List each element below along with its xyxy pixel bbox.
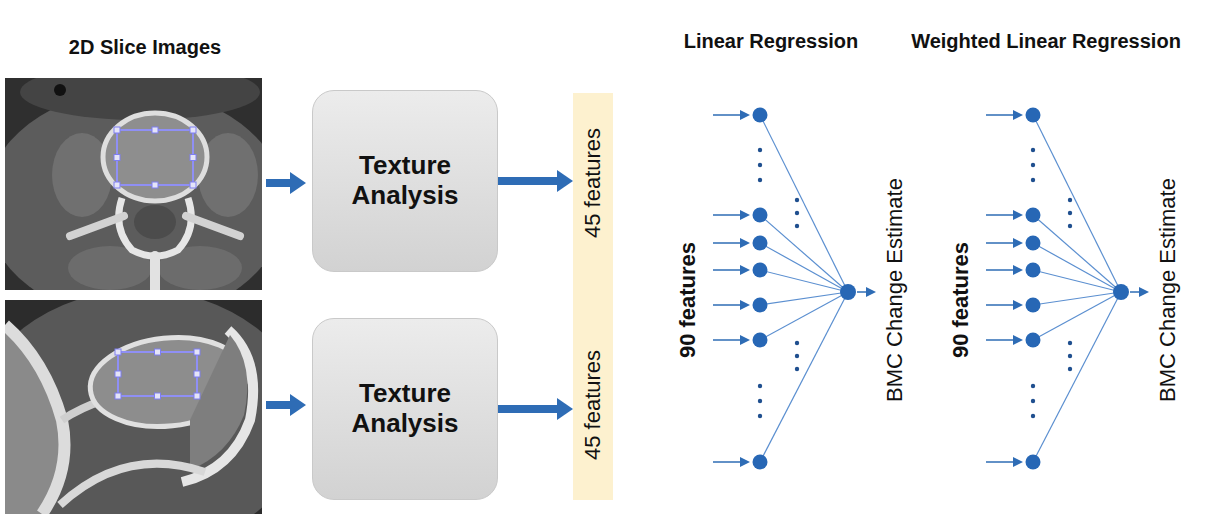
ct-slice-vertebra: [186, 216, 240, 236]
output-label: BMC Change Estimate: [1155, 178, 1181, 402]
regression-network: [758, 384, 762, 388]
ct-slice-hip: [115, 349, 200, 399]
regression-network: [760, 292, 848, 340]
regression-network: [760, 270, 848, 292]
regression-network: [795, 198, 799, 202]
ct-slice-hip: [118, 352, 197, 396]
block-arrow: [266, 394, 306, 416]
ct-slice-vertebra: [70, 216, 124, 236]
panel-title: 2D Slice Images: [69, 36, 221, 59]
ct-slice-hip: [155, 349, 161, 355]
ct-slice-vertebra: [150, 256, 160, 290]
feature-count: 45 features: [580, 128, 606, 238]
regression-network: [753, 108, 857, 470]
ct-slice-vertebra: [114, 155, 120, 161]
ct-slice-vertebra: [5, 90, 262, 290]
ct-slice-hip: [5, 325, 65, 514]
panel-title: Weighted Linear Regression: [911, 30, 1181, 53]
regression-network: [760, 115, 848, 462]
weighted-regression-network: [986, 108, 1140, 470]
flow-arrow: [498, 405, 558, 413]
ct-slice-vertebra: [5, 78, 262, 290]
ct-slice-vertebra: [114, 127, 120, 133]
box-label: Texture Analysis: [325, 379, 485, 439]
ct-slice-hip: [115, 393, 121, 399]
regression-network: [753, 236, 768, 251]
regression-network: [753, 208, 768, 223]
regression-network: [795, 224, 799, 228]
regression-network: [760, 243, 848, 292]
regression-network: [713, 214, 741, 216]
ct-slice-hip: [194, 371, 200, 377]
regression-network: [713, 304, 741, 306]
regression-network: [795, 354, 799, 358]
regression-network: [758, 148, 799, 418]
process-box: Texture Analysis: [312, 90, 498, 272]
ct-slice-vertebra: [103, 113, 207, 201]
regression-network: [753, 333, 768, 348]
ct-slice-hip: [115, 349, 121, 355]
ct-slice-vertebra: [119, 198, 192, 256]
regression-network: [840, 284, 856, 300]
feature-count: 45 features: [580, 350, 606, 460]
regression-network: [713, 115, 867, 462]
regression-network: [795, 211, 799, 215]
regression-network: [760, 292, 848, 462]
regression-network: [753, 108, 768, 123]
ct-slice-vertebra: [134, 205, 176, 239]
output-label: BMC Change Estimate: [882, 178, 908, 402]
regression-network: [713, 461, 741, 463]
regression-network: [760, 215, 848, 292]
regression-network: [758, 148, 762, 152]
feature-band: 45 features 45 features: [573, 93, 613, 500]
regression-network: [713, 339, 741, 341]
regression-network: [758, 414, 762, 418]
ct-slice-hip: [194, 393, 200, 399]
ct-slice-vertebra: [117, 130, 193, 185]
regression-network: [795, 341, 799, 345]
regression-network: [857, 291, 867, 293]
regression-network: [760, 115, 848, 292]
ct-slice-vertebra: [190, 127, 196, 133]
regression-network: [795, 367, 799, 371]
regression-network: [713, 108, 867, 470]
regression-network: [758, 399, 762, 403]
block-arrow: [266, 172, 306, 194]
regression-network: [760, 292, 848, 305]
ct-slice-vertebra: [152, 127, 158, 133]
ct-slice-vertebra: [54, 84, 66, 96]
ct-slice-vertebra: [114, 127, 196, 188]
regression-network: [713, 242, 741, 244]
regression-network: [753, 263, 768, 278]
ct-slice-hip: [194, 349, 200, 355]
regression-network: [713, 269, 741, 271]
regression-network: [758, 178, 762, 182]
input-label: 90 features: [675, 242, 701, 358]
ct-slice-hip: [5, 300, 262, 514]
ct-slice-hip: [190, 335, 247, 470]
ct-slice-hip: [5, 300, 262, 514]
ct-slice-vertebra: [190, 182, 196, 188]
box-label: Texture Analysis: [325, 151, 485, 211]
panel-title: Linear Regression: [684, 30, 859, 53]
regression-network: [713, 114, 741, 116]
ct-slice-hip: [60, 464, 205, 505]
ct-slice-hip: [5, 325, 65, 514]
flow-arrow: [498, 177, 558, 185]
ct-slice-vertebra: [114, 182, 120, 188]
regression-network: [758, 163, 762, 167]
input-label: 90 features: [948, 242, 974, 358]
ct-slice-hip: [155, 393, 161, 399]
process-box: Texture Analysis: [312, 318, 498, 500]
ct-slice-vertebra: [152, 182, 158, 188]
regression-network: [753, 298, 768, 313]
regression-network: [753, 455, 768, 470]
ct-slice-vertebra: [190, 155, 196, 161]
ct-slice-hip: [115, 371, 121, 377]
